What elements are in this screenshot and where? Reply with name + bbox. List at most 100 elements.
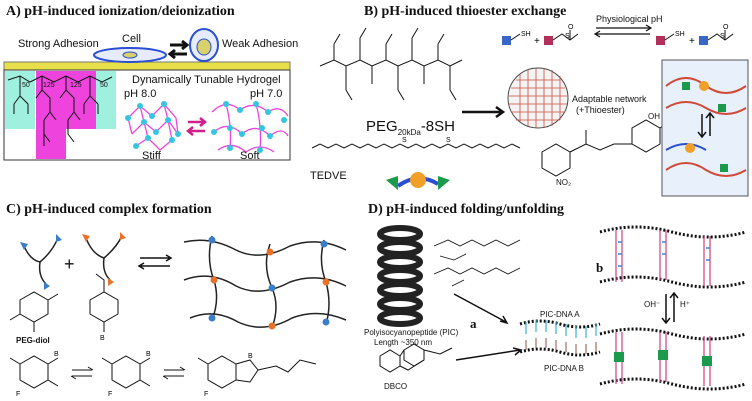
magenta-block-left <box>36 71 66 159</box>
thioester-note-label: (+Thioester) <box>576 105 625 115</box>
exchange-arrow-left <box>167 48 187 60</box>
crosslinker-green-right <box>438 176 450 190</box>
pic-dna-a-strands <box>525 320 597 338</box>
panel-a-illustration <box>3 28 291 161</box>
network-junctions <box>208 236 330 330</box>
polymer-skeleton <box>7 75 113 146</box>
svg-text:B: B <box>146 351 151 358</box>
oh-minus-label: OH⁻ <box>644 300 661 309</box>
svg-text:+: + <box>64 254 75 274</box>
strong-adhesion-label: Strong Adhesion <box>18 38 99 50</box>
pic-dna-a-label: PIC-DNA A <box>540 310 580 319</box>
substrate-bar <box>3 61 291 71</box>
panel-b-illustration: SH + S O SH + S O S S <box>311 24 749 197</box>
no2-label: NO₂ <box>556 178 572 187</box>
svg-text:+: + <box>689 36 695 47</box>
subscript-125-left: 125 <box>43 82 55 89</box>
ph-arrow-up <box>669 291 679 322</box>
arrow-to-dna-a <box>453 293 509 325</box>
product-blue-square <box>699 36 708 45</box>
svg-text:O: O <box>723 24 729 31</box>
peg-subscript: 20kDa <box>397 128 421 137</box>
panel-d-illustration <box>377 225 747 391</box>
pic-label-line2: Length ~350 nm <box>374 338 433 347</box>
physiological-ph-label: Physiological pH <box>596 14 663 24</box>
svg-text:B: B <box>54 351 59 358</box>
pic-dna-b-strands <box>525 338 597 354</box>
ph-arrow-down <box>661 294 671 325</box>
exchange-arrow-right <box>170 39 190 51</box>
network-sphere <box>507 67 569 129</box>
stiff-nodes <box>125 101 181 149</box>
equilibrium-arrow-left <box>593 30 650 38</box>
cyan-block-right <box>96 71 116 129</box>
peg-diol-label: PEG-diol <box>16 336 50 345</box>
dna-ladder-bottom <box>599 327 747 391</box>
peg-8arm-skeleton <box>319 27 463 101</box>
eq-arrow-1 <box>70 366 94 380</box>
pic-dna-b-backbone <box>519 347 601 357</box>
soft-arrow-left <box>185 126 205 136</box>
complex-arrow-left <box>137 262 170 270</box>
tedve-label: TEDVE <box>310 170 347 182</box>
svg-text:SH: SH <box>521 31 531 38</box>
pic-dna-a-backbone <box>519 319 601 329</box>
svg-text:S: S <box>565 33 570 40</box>
panel-d-title: D) pH-induced folding/unfolding <box>368 202 565 217</box>
phenylboronic-structure <box>89 273 119 332</box>
network-arrow-up <box>705 111 715 136</box>
equilibrium-structures <box>9 355 317 389</box>
thiol-blue-square <box>502 36 511 45</box>
arrow-to-dna-b <box>455 347 523 361</box>
pic-helix <box>377 225 423 327</box>
peg-name: PEG <box>366 118 398 135</box>
tedve-chain <box>311 143 521 149</box>
network-grid <box>509 68 567 128</box>
dna-ladder-top <box>599 225 747 289</box>
svg-text:S: S <box>402 137 407 144</box>
svg-text:O: O <box>568 24 574 31</box>
subscript-50-right: 50 <box>100 82 108 89</box>
pic-label-line1: Polyisocyanopeptide (PIC) <box>364 328 459 337</box>
svg-text:SH: SH <box>675 31 685 38</box>
boronic-star-orange <box>85 235 123 281</box>
peg-diol-structure <box>9 291 59 332</box>
peg-suffix: -8SH <box>420 118 455 135</box>
peg-8sh-label: PEG20kDa-8SH <box>366 118 455 137</box>
svg-text:+: + <box>534 36 540 47</box>
crosslinker-green-left <box>386 176 398 190</box>
cell-flat-nucleus <box>122 51 138 59</box>
soft-nodes <box>211 101 287 153</box>
pic-dna-b-label: PIC-DNA B <box>544 364 585 373</box>
panel-b: B) pH-induced thioester exchange SH + S … <box>306 0 752 200</box>
oh-label: OH <box>648 112 660 121</box>
hydrogel-title: Dynamically Tunable Hydrogel <box>132 74 281 86</box>
svg-text:S: S <box>446 137 451 144</box>
pic-chemical-structure <box>433 239 521 287</box>
svg-text:F: F <box>108 391 112 398</box>
panel-d: D) pH-induced folding/unfolding <box>360 200 752 401</box>
soft-arrow-right <box>188 117 208 127</box>
adaptable-network-label: Adaptable network <box>572 94 647 104</box>
soft-label: Soft <box>240 150 260 162</box>
dbco-structure <box>379 343 453 373</box>
svg-text:F: F <box>16 391 20 398</box>
synthesis-arrow <box>462 105 506 119</box>
cell-label: Cell <box>122 33 141 45</box>
step-a-marker: a <box>470 316 477 331</box>
svg-text:F: F <box>204 391 208 398</box>
panel-c-title: C) pH-induced complex formation <box>6 202 212 217</box>
photoinitiator-structure <box>541 106 683 177</box>
product-crimson-square <box>656 36 665 45</box>
complex-arrow-right <box>140 254 173 262</box>
crosslinker-orange-node <box>410 172 426 188</box>
ph-low-label: pH 7.0 <box>250 88 283 100</box>
subscript-50-left: 50 <box>22 82 30 89</box>
svg-text:B: B <box>248 353 253 360</box>
dbco-label: DBCO <box>384 382 408 391</box>
network-arrow-down <box>697 114 707 139</box>
svg-text:S: S <box>720 33 725 40</box>
weak-adhesion-label: Weak Adhesion <box>222 38 299 50</box>
magenta-block-right <box>66 71 96 129</box>
peg-star-blue <box>23 237 59 285</box>
